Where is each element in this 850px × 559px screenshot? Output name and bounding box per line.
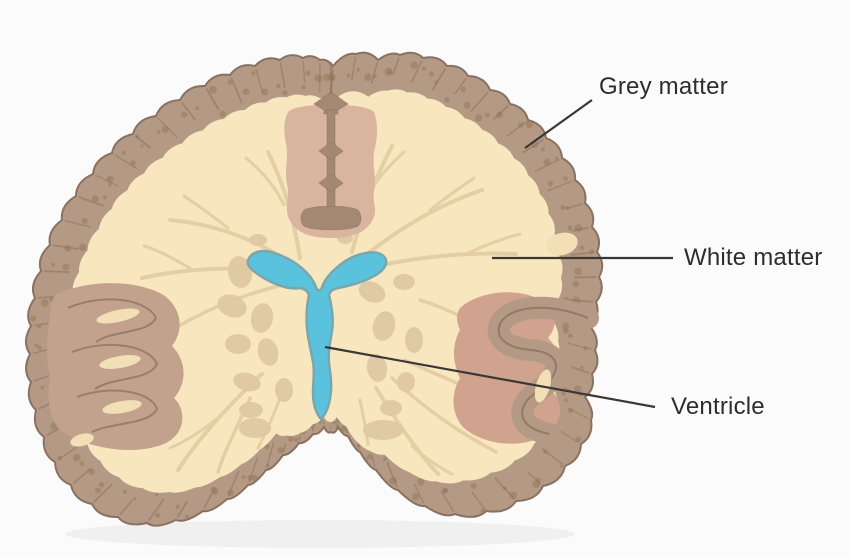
leader-lines bbox=[324, 99, 673, 409]
leader-line-ventricle bbox=[324, 345, 656, 409]
leader-line-grey-matter bbox=[524, 99, 593, 149]
longitudinal-fissure bbox=[284, 62, 378, 238]
brain-shadow bbox=[65, 520, 575, 548]
left-lateral-sulcus-folds bbox=[47, 283, 184, 450]
right-lateral-sulcus-folds bbox=[453, 232, 599, 445]
basal-ganglia-nuclei bbox=[217, 232, 423, 440]
ventricle-shape bbox=[246, 249, 388, 421]
label-white-matter: White matter bbox=[684, 244, 823, 271]
label-grey-matter: Grey matter bbox=[599, 73, 728, 100]
brain-coronal-section bbox=[24, 51, 604, 548]
cortex-texture bbox=[30, 56, 597, 522]
white-matter-branches bbox=[140, 144, 522, 476]
label-ventricle: Ventricle bbox=[671, 393, 765, 420]
